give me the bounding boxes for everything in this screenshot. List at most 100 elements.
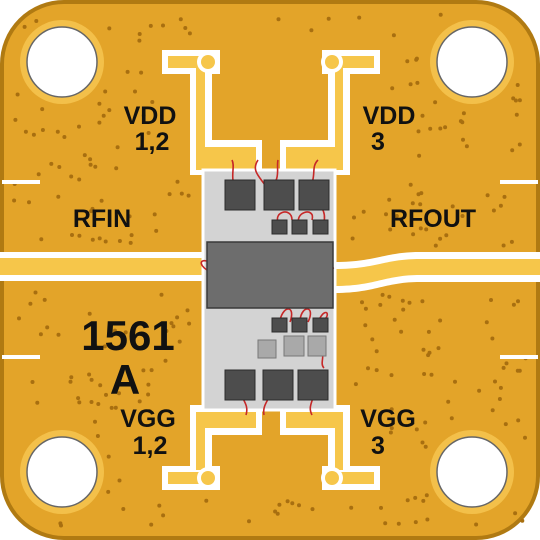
via [159,292,164,297]
via [384,212,388,217]
bond-pad [298,179,330,211]
via [509,239,514,244]
via [23,129,28,134]
via [276,17,281,22]
rf-output-trace [335,252,540,293]
via [416,192,421,197]
via [58,521,63,526]
via [169,321,174,326]
via [183,26,188,30]
vgg-1-2-trace [162,405,262,490]
via [401,307,406,312]
via [390,86,395,91]
via [408,182,413,187]
via-field [12,12,528,528]
via [396,521,401,526]
via [516,418,521,423]
via [141,113,146,118]
via [103,239,108,244]
via [98,383,103,388]
via [428,126,433,131]
bond-pad-small [312,219,329,235]
via [77,233,82,238]
rfout-label: RFOUT [390,205,476,233]
via [146,392,151,397]
via [178,17,183,22]
via [107,331,112,335]
vdd-3-label-line1: VDD [363,102,416,130]
via [326,16,331,21]
via [77,400,82,405]
via [309,28,314,33]
via [114,166,119,171]
via [370,337,375,342]
via [88,162,93,167]
via [161,513,166,518]
vgg-1-2-label-line2: 1,2 [133,432,168,460]
via [97,236,102,241]
via [460,214,465,218]
mounting-hole-top-right [430,20,514,104]
via [36,172,41,177]
via [422,372,427,376]
via [418,226,423,231]
via [140,345,145,350]
vgg-1-2-label-line1: VGG [120,405,176,433]
via [516,299,520,304]
via [129,233,134,238]
vdd-1-2-label-line1: VDD [124,102,177,130]
via [38,332,43,337]
via [417,153,422,158]
via [141,368,146,373]
mounting-hole-bottom-right [430,430,514,514]
via [35,400,40,405]
via [461,111,466,116]
via [399,329,404,334]
via [68,379,73,384]
mmic-chip [206,241,334,309]
via [117,239,122,243]
via [410,201,415,206]
via [167,192,172,197]
via [420,299,425,304]
via [273,509,278,514]
via [31,132,36,137]
via [285,499,290,504]
via [414,57,419,62]
via [69,375,74,380]
bond-pad [262,369,294,401]
via [361,209,366,214]
via [128,240,133,245]
via [13,117,18,122]
via [154,228,159,233]
rf-input-trace [0,252,205,281]
via [498,203,503,208]
via [423,420,428,425]
via [484,320,489,325]
edge-clearance-lines [2,180,538,359]
via [429,372,434,377]
via [82,153,87,158]
via [55,129,60,134]
via [137,38,142,43]
die-pads-bottom [224,317,329,401]
via [363,306,368,311]
via [106,454,111,459]
via [349,505,354,510]
via [485,193,490,198]
via [113,405,118,410]
via [433,243,438,248]
part-number-label: 1561 [81,312,174,359]
via [139,145,144,150]
via [107,26,112,31]
via [157,503,162,508]
via [501,365,506,370]
via [28,301,33,306]
via [77,177,82,182]
via [123,330,128,335]
via [149,368,154,373]
via [49,161,54,166]
via [70,233,74,237]
via [427,350,432,355]
via [446,399,451,404]
